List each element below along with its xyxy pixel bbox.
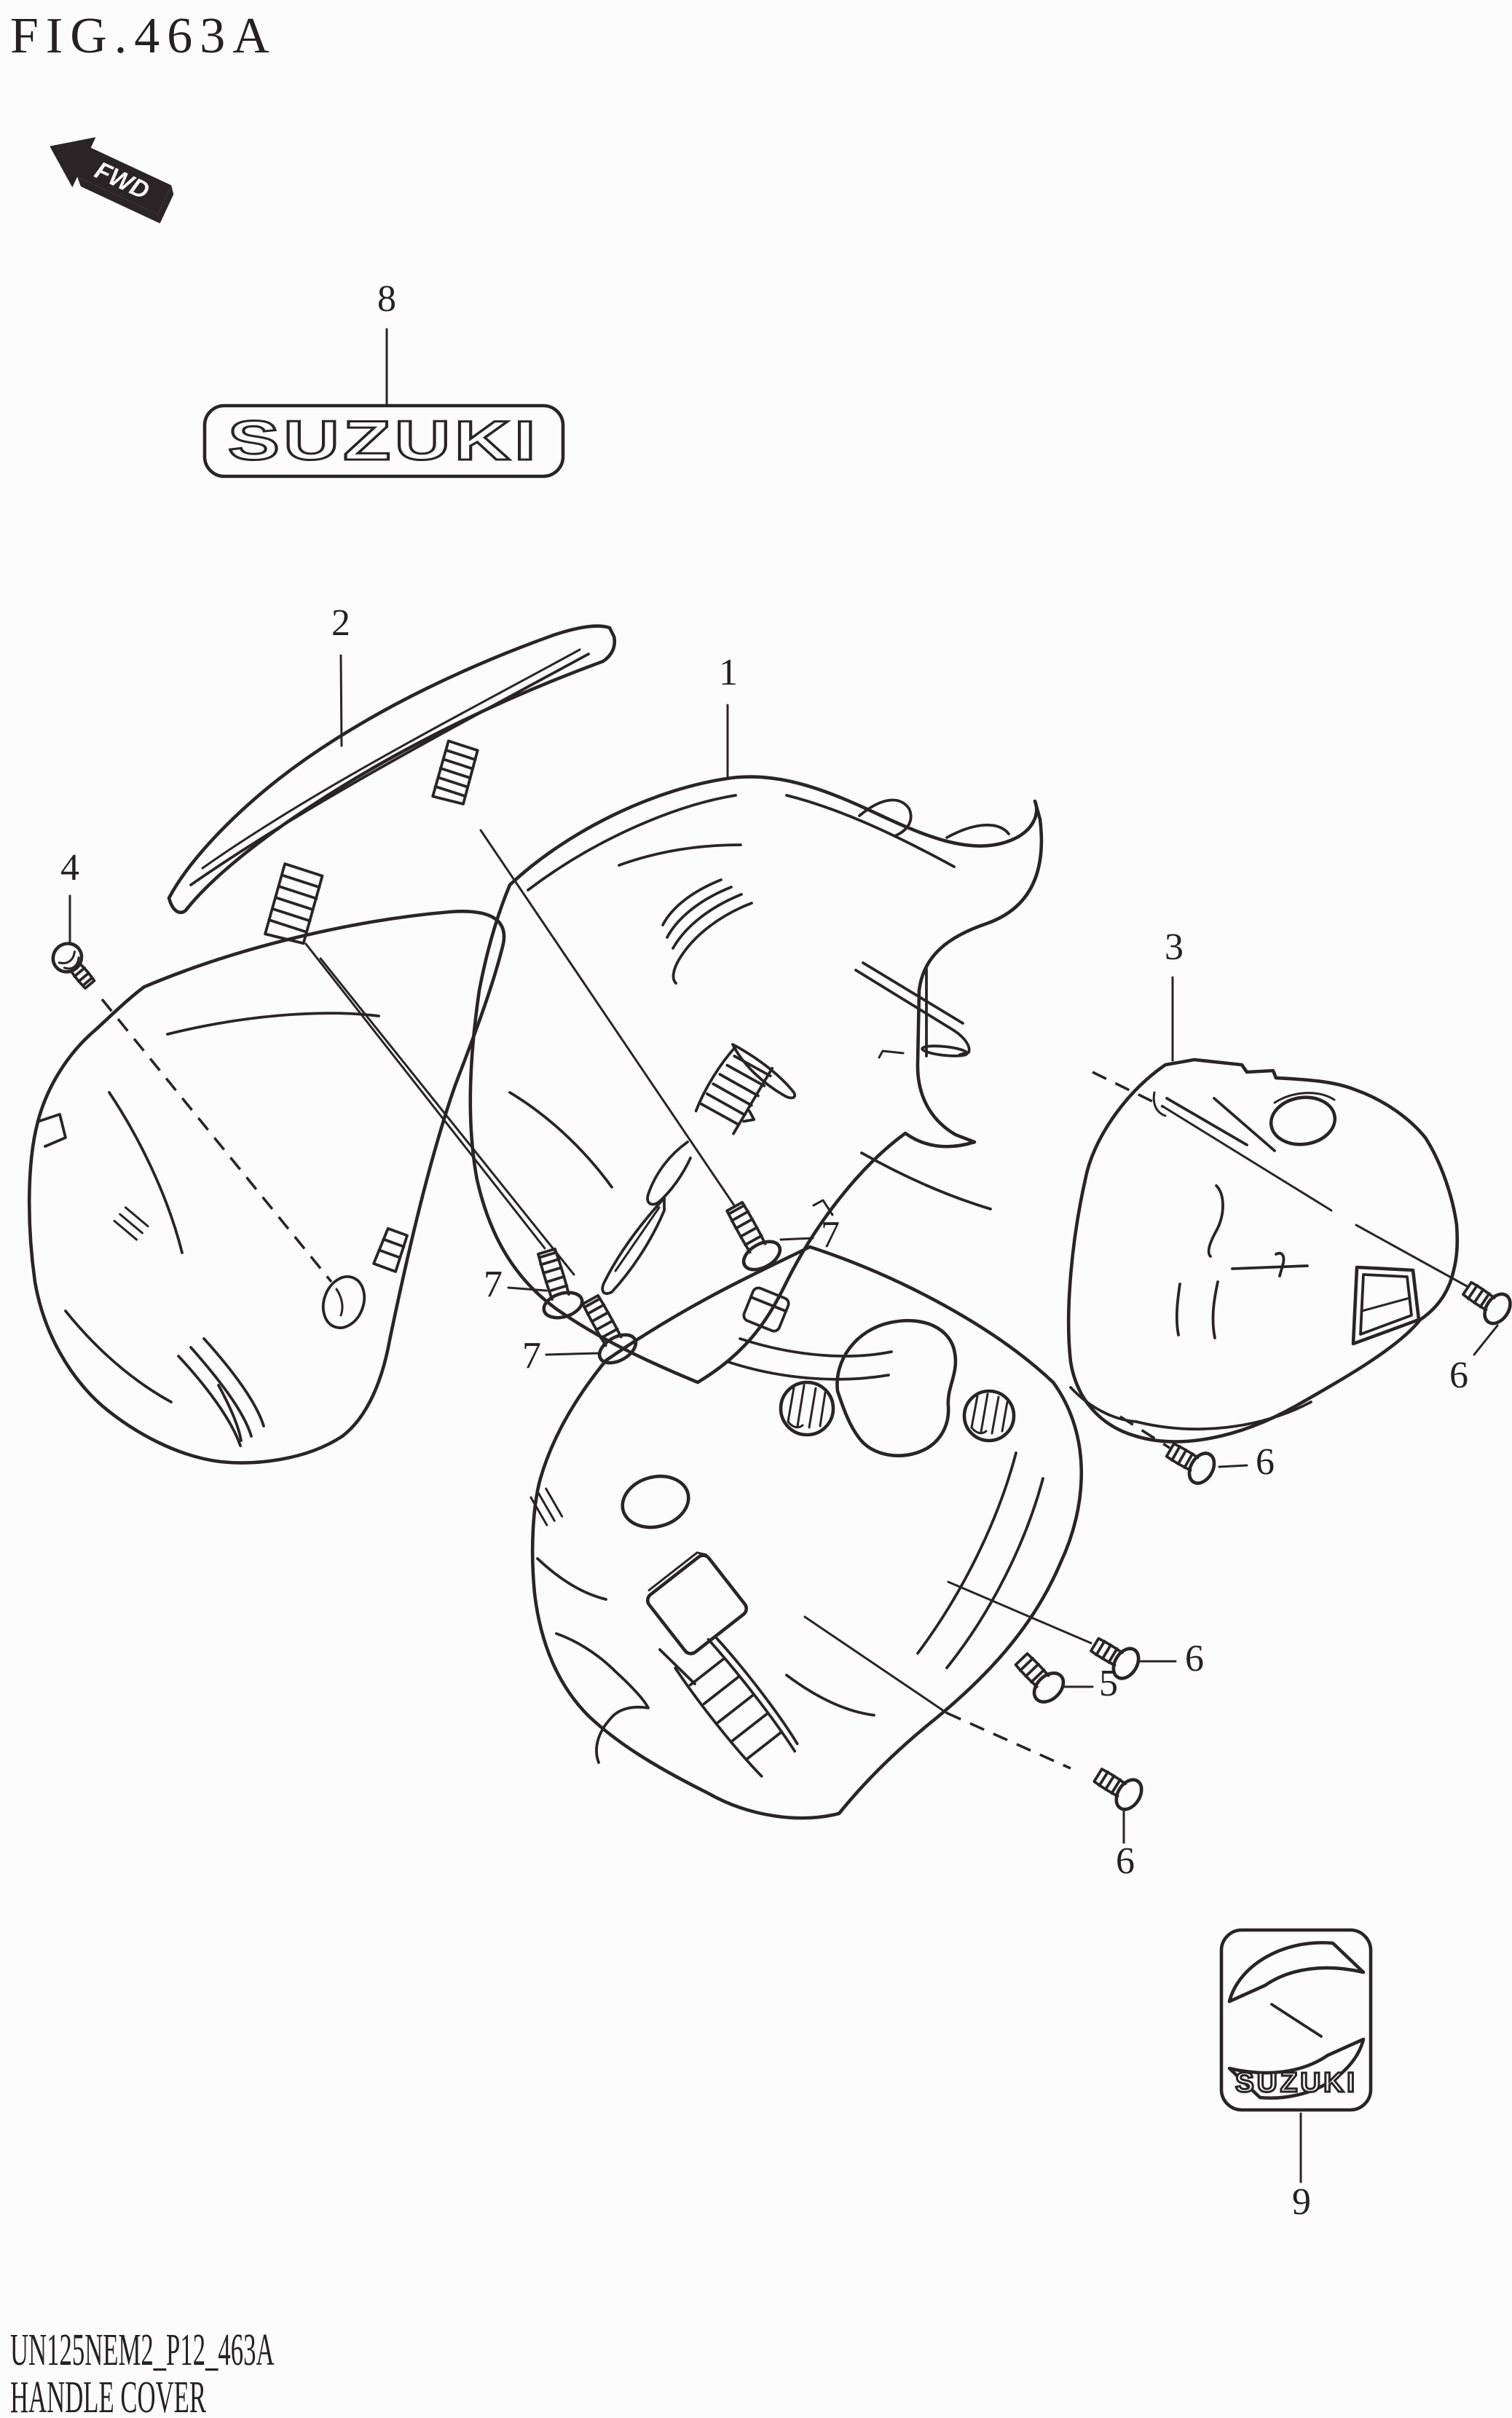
figure-title: FIG.463A: [10, 8, 277, 64]
mirror-opening: [1351, 1265, 1421, 1346]
callout-leader-lines: [68, 328, 1499, 2183]
callout-8: 8: [377, 278, 396, 320]
lower-handle-cover-drawing: [529, 1245, 1083, 1820]
screw-6b: [1162, 1436, 1219, 1488]
callout-7: 7: [821, 1214, 840, 1256]
callout-1: 1: [719, 652, 738, 693]
screw-6a: [1458, 1275, 1512, 1328]
assembly-axis-lines: [101, 829, 1468, 1770]
callout-7: 7: [484, 1264, 503, 1305]
footer: UN125NEM2_P12_463A HANDLE COVER: [10, 2324, 275, 2418]
callout-3: 3: [1165, 926, 1184, 968]
suzuki-logo-emblem: SUZUKI: [202, 403, 565, 479]
grommet-right: [962, 1389, 1016, 1443]
right-rear-cover-drawing: [1066, 1058, 1460, 1444]
fwd-arrow-icon: FWD: [50, 137, 174, 224]
handlebar-garnish-drawing: [167, 624, 617, 945]
suzuki-s-emblem-text: SUZUKI: [1235, 2068, 1358, 2098]
callout-6: 6: [1116, 1840, 1135, 1882]
callout-5: 5: [1099, 1663, 1118, 1704]
callout-4: 4: [60, 847, 79, 889]
rear-handle-cover-drawing: [27, 910, 506, 1465]
callout-6: 6: [1256, 1441, 1275, 1483]
callout-2: 2: [331, 602, 350, 644]
suzuki-s-emblem: SUZUKI: [1219, 1928, 1373, 2112]
callout-6: 6: [1185, 1638, 1204, 1679]
grommet-left: [779, 1380, 835, 1437]
suzuki-logo-text: SUZUKI: [228, 410, 540, 472]
footer-part-name: HANDLE COVER: [10, 2371, 206, 2418]
screw-4: [47, 938, 101, 994]
callout-6: 6: [1449, 1355, 1468, 1396]
callout-7: 7: [522, 1335, 541, 1377]
front-handle-cover-drawing: [468, 775, 1044, 1385]
screw-6d: [1090, 1762, 1146, 1814]
screw-5: [1009, 1647, 1069, 1707]
callout-9: 9: [1292, 2181, 1311, 2223]
footer-part-code: UN125NEM2_P12_463A: [10, 2324, 275, 2374]
